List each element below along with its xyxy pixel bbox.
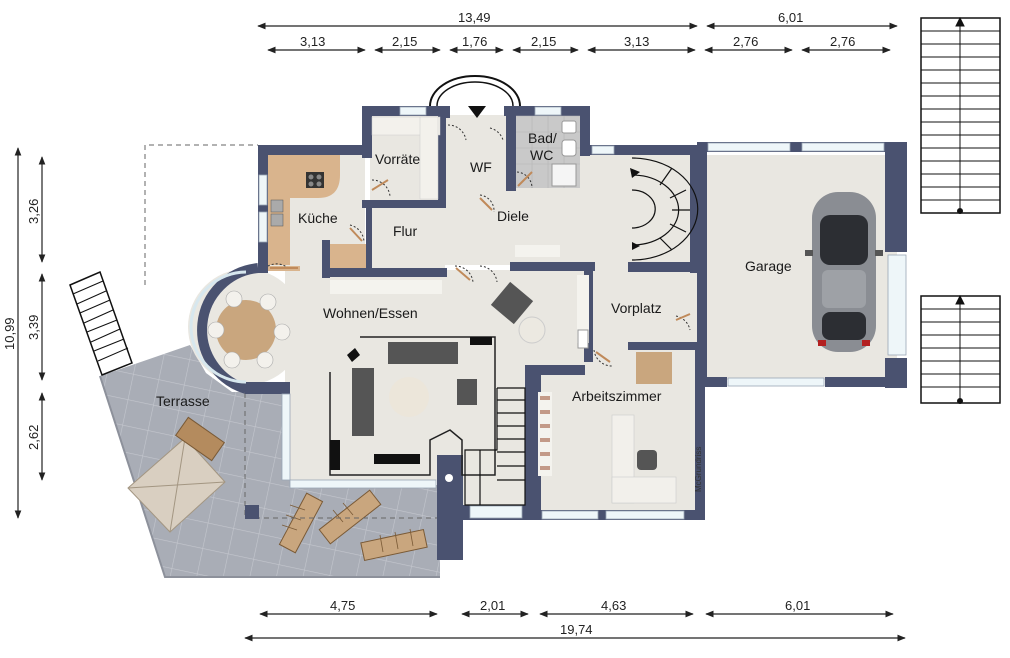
dim-bottom-seg: 6,01 (785, 598, 810, 613)
stair-symbol-bottom (920, 294, 1001, 404)
entrance-arrow-icon (468, 106, 486, 118)
room-label-garage: Garage (745, 258, 792, 274)
parasol (127, 437, 226, 533)
dim-bottom-seg: 4,75 (330, 598, 355, 613)
dim-left-seg: 2,62 (26, 425, 41, 450)
room-label-kueche: Küche (298, 210, 338, 226)
dimension-lines (14, 22, 906, 642)
dim-left-seg: 3,39 (26, 315, 41, 340)
dim-top-seg: 3,13 (300, 34, 325, 49)
terrace-area (69, 144, 440, 578)
living-area (329, 336, 496, 476)
dim-bottom-seg: 4,63 (601, 598, 626, 613)
terrace-stairs (69, 270, 133, 376)
office-furniture (538, 275, 677, 504)
dim-top-seg: 3,13 (624, 34, 649, 49)
dim-left-total: 10,99 (2, 317, 17, 350)
room-label-arbeitszimmer: Arbeitszimmer (572, 388, 662, 404)
car (805, 192, 883, 352)
dim-left-seg: 3,26 (26, 199, 41, 224)
room-label-wohnen: Wohnen/Essen (323, 305, 418, 321)
room-label-flur: Flur (393, 223, 417, 239)
watermark-text: McGrundriss (694, 447, 703, 492)
dim-bottom-seg: 2,01 (480, 598, 505, 613)
curved-staircase (631, 157, 699, 261)
room-label-wc: WC (530, 147, 553, 163)
deck-chair (174, 416, 226, 462)
dining-table (207, 290, 291, 369)
dim-top-seg: 2,15 (531, 34, 556, 49)
room-label-terrasse: Terrasse (156, 393, 210, 409)
stair-symbol-top (920, 16, 1001, 214)
dim-top-total-left: 13,49 (458, 10, 491, 25)
sun-loungers (278, 489, 428, 562)
dim-top-total-right: 6,01 (778, 10, 803, 25)
room-label-bad: Bad/ (528, 130, 557, 146)
dim-top-seg: 2,76 (830, 34, 855, 49)
room-label-diele: Diele (497, 208, 529, 224)
room-label-wf: WF (470, 159, 492, 175)
room-label-vorplatz: Vorplatz (611, 300, 662, 316)
main-staircase (464, 387, 526, 506)
dim-top-seg: 1,76 (462, 34, 487, 49)
dim-top-seg: 2,76 (733, 34, 758, 49)
dim-top-seg: 2,15 (392, 34, 417, 49)
windows (258, 106, 907, 520)
dim-bottom-total: 19,74 (560, 622, 593, 637)
room-label-vorraete: Vorräte (375, 151, 420, 167)
